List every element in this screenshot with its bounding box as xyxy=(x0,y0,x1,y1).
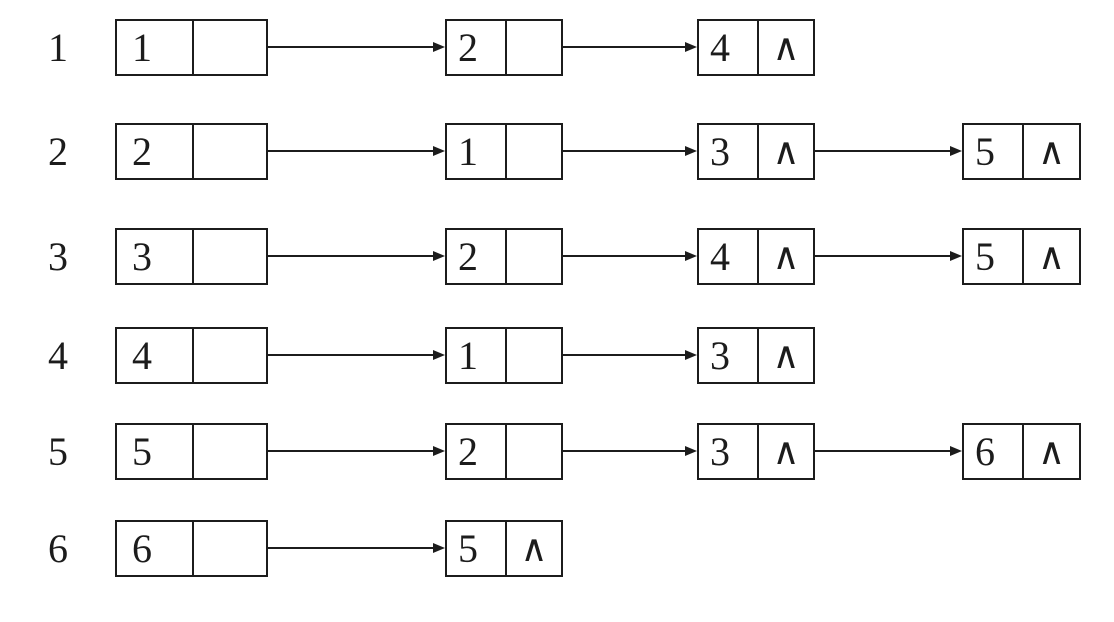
node-pointer-cell null-symbol: ∧ xyxy=(772,131,800,173)
node-value-cell: 3 xyxy=(117,230,194,283)
list-node: 3 ∧ xyxy=(697,123,815,180)
row-label: 6 xyxy=(48,526,68,571)
pointer-arrow xyxy=(268,543,445,553)
node-pointer-cell null-symbol: ∧ xyxy=(1037,236,1066,278)
node-pointer-cell xyxy=(194,125,266,178)
node-value-cell: 6 xyxy=(964,425,1024,478)
node-value-cell: 5 xyxy=(964,230,1024,283)
node-value-cell: 1 xyxy=(117,21,194,74)
list-node: 1 xyxy=(445,123,563,180)
node-value-cell: 4 xyxy=(699,230,759,283)
node-pointer-cell xyxy=(507,230,561,283)
node-value-cell: 2 xyxy=(117,125,194,178)
list-node: 1 xyxy=(445,327,563,384)
node-pointer-cell null-symbol: ∧ xyxy=(1037,131,1066,173)
node-value-cell: 2 xyxy=(447,230,507,283)
pointer-arrow xyxy=(563,42,697,52)
node-value-cell: 2 xyxy=(447,21,507,74)
node-value-cell: 5 xyxy=(964,125,1024,178)
list-node: 4 ∧ xyxy=(697,228,815,285)
node-pointer-cell xyxy=(507,425,561,478)
list-node: 2 xyxy=(445,423,563,480)
row-label: 1 xyxy=(48,25,68,70)
node-pointer-cell xyxy=(507,125,561,178)
pointer-arrow xyxy=(563,350,697,360)
node-value-cell: 4 xyxy=(699,21,759,74)
list-node: 5 ∧ xyxy=(962,228,1081,285)
pointer-arrow xyxy=(268,350,445,360)
node-value-cell: 3 xyxy=(699,125,759,178)
list-node: 2 xyxy=(115,123,268,180)
node-pointer-cell xyxy=(507,21,561,74)
row-label: 4 xyxy=(48,333,68,378)
node-value-cell: 6 xyxy=(117,522,194,575)
node-pointer-cell xyxy=(194,425,266,478)
node-pointer-cell xyxy=(194,21,266,74)
row-label: 2 xyxy=(48,129,68,174)
pointer-arrow xyxy=(815,146,962,156)
node-value-cell: 1 xyxy=(447,125,507,178)
list-node: 4 xyxy=(115,327,268,384)
row-label: 3 xyxy=(48,234,68,279)
node-pointer-cell null-symbol: ∧ xyxy=(772,236,800,278)
node-value-cell: 3 xyxy=(699,329,759,382)
list-node: 5 ∧ xyxy=(445,520,563,577)
node-value-cell: 5 xyxy=(447,522,507,575)
node-value-cell: 5 xyxy=(117,425,194,478)
node-value-cell: 2 xyxy=(447,425,507,478)
node-pointer-cell null-symbol: ∧ xyxy=(520,528,548,570)
node-pointer-cell null-symbol: ∧ xyxy=(772,335,800,377)
node-value-cell: 4 xyxy=(117,329,194,382)
node-pointer-cell null-symbol: ∧ xyxy=(772,431,800,473)
node-pointer-cell xyxy=(194,329,266,382)
list-node: 2 xyxy=(445,228,563,285)
pointer-arrow xyxy=(815,251,962,261)
pointer-arrow xyxy=(268,251,445,261)
list-node: 3 xyxy=(115,228,268,285)
list-node: 2 xyxy=(445,19,563,76)
pointer-arrow xyxy=(268,42,445,52)
node-value-cell: 1 xyxy=(447,329,507,382)
node-pointer-cell xyxy=(194,522,266,575)
pointer-arrow xyxy=(563,251,697,261)
list-node: 4 ∧ xyxy=(697,19,815,76)
list-node: 5 ∧ xyxy=(962,123,1081,180)
list-node: 3 ∧ xyxy=(697,423,815,480)
node-value-cell: 3 xyxy=(699,425,759,478)
list-node: 3 ∧ xyxy=(697,327,815,384)
list-node: 1 xyxy=(115,19,268,76)
node-pointer-cell xyxy=(194,230,266,283)
node-pointer-cell xyxy=(507,329,561,382)
pointer-arrow xyxy=(563,146,697,156)
pointer-arrow xyxy=(815,446,962,456)
list-node: 6 ∧ xyxy=(962,423,1081,480)
node-pointer-cell null-symbol: ∧ xyxy=(1037,431,1066,473)
pointer-arrow xyxy=(268,446,445,456)
pointer-arrow xyxy=(268,146,445,156)
row-label: 5 xyxy=(48,429,68,474)
node-pointer-cell null-symbol: ∧ xyxy=(772,27,800,69)
list-node: 5 xyxy=(115,423,268,480)
list-node: 6 xyxy=(115,520,268,577)
pointer-arrow xyxy=(563,446,697,456)
